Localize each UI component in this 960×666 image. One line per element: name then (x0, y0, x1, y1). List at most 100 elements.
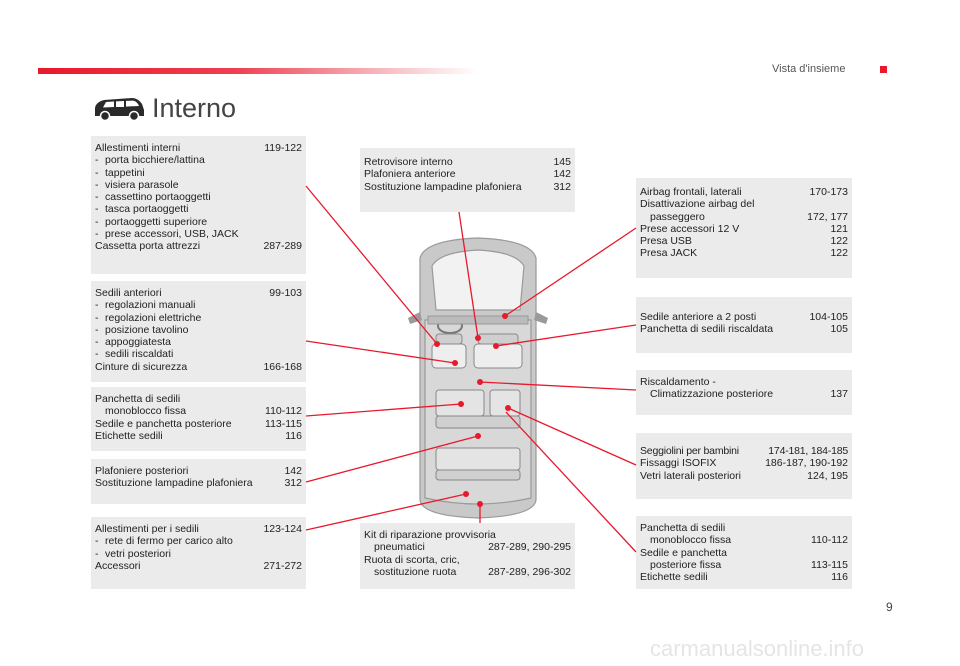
van-icon (95, 98, 144, 122)
entry-label: Plafoniera anteriore (364, 168, 456, 181)
box-rear-climate: Riscaldamento -Climatizzazione posterior… (636, 370, 852, 415)
page-ref: 287-289 (263, 240, 302, 253)
page-ref: 123-124 (263, 523, 302, 535)
page-ref: 121 (830, 222, 848, 235)
entry-label: Vetri laterali posteriori (640, 469, 741, 482)
entry-label: Disattivazione airbag del (640, 198, 755, 211)
entry-label: Etichette sedili (640, 571, 708, 584)
entry-label: Climatizzazione posteriore (650, 388, 774, 401)
entry-label: Sostituzione lampadine plafoniera (95, 477, 253, 490)
page-ref: 105 (830, 323, 848, 336)
list-item: -portaoggetti superiore (95, 216, 302, 228)
entry-label: Accessori (95, 559, 141, 572)
list-item-label: portaoggetti superiore (105, 215, 208, 228)
list-item-label: sedili riscaldati (105, 348, 174, 361)
list-item: -visiera parasole (95, 179, 302, 191)
bullet-dash: - (95, 166, 99, 179)
list-item-label: regolazioni elettriche (105, 311, 202, 324)
entry-label: Kit di riparazione provvisoria (364, 529, 496, 541)
entry-label: Etichette sedili (95, 429, 163, 442)
entry-label: posteriore fissa (650, 558, 722, 571)
list-item-label: appoggiatesta (105, 336, 171, 349)
entry-row: Panchetta di sedili (95, 393, 302, 405)
bullet-dash: - (95, 191, 99, 204)
page-ref: 172, 177 (807, 210, 848, 223)
list-item-label: rete di fermo per carico alto (105, 535, 233, 548)
entry-label: monoblocco fissa (105, 405, 187, 418)
page-ref: 312 (553, 180, 571, 193)
page-ref: 271-272 (263, 559, 302, 572)
entry-row: Sedili anteriori 99-103 (95, 287, 302, 299)
right-mirror (534, 312, 548, 324)
page-ref: 119-122 (264, 142, 302, 154)
list-item-label: cassettino portaoggetti (105, 191, 211, 204)
list-item: -posizione tavolino (95, 324, 302, 336)
entry-label: Prese accessori 12 V (640, 222, 740, 235)
entry-label: Sedili anteriori (95, 287, 162, 299)
entry-row: Sostituzione lampadine plafoniera 312 (95, 477, 302, 489)
entry-row: Cassetta porta attrezzi 287-289 (95, 240, 302, 252)
page-ref: 186-187, 190-192 (765, 457, 848, 470)
page-ref: 110-112 (811, 534, 848, 547)
page-number: 9 (886, 600, 893, 614)
bullet-dash: - (95, 348, 99, 361)
page-ref: 104-105 (809, 311, 848, 323)
list-item: -porta bicchiere/lattina (95, 154, 302, 166)
entry-row: Sostituzione lampadine plafoniera 312 (364, 181, 571, 193)
entry-row: Panchetta di sedili (640, 522, 848, 534)
page-ref: 145 (553, 156, 571, 168)
page-ref: 122 (830, 235, 848, 248)
page-ref: 137 (830, 388, 848, 401)
entry-label: Sostituzione lampadine plafoniera (364, 180, 522, 193)
bullet-dash: - (95, 178, 99, 191)
entry-label: Fissaggi ISOFIX (640, 457, 717, 470)
list-item-label: porta bicchiere/lattina (105, 154, 205, 167)
entry-label: Airbag frontali, laterali (640, 186, 742, 198)
entry-row: Accessori 271-272 (95, 560, 302, 572)
entry-label: pneumatici (374, 541, 425, 554)
list-item-label: posizione tavolino (105, 323, 189, 336)
callout-dots (434, 313, 511, 507)
entry-label: Panchetta di sedili (640, 522, 726, 534)
entry-label: Presa USB (640, 235, 692, 248)
bullet-dash: - (95, 154, 99, 167)
entry-row: Sedile e panchetta (640, 547, 848, 559)
bullet-dash: - (95, 311, 99, 324)
entry-row: Sedile anteriore a 2 posti 104-105 (640, 311, 848, 323)
page-ref: 312 (284, 477, 302, 490)
bullet-dash: - (95, 215, 99, 228)
entry-row: Panchetta di sedili riscaldata 105 (640, 323, 848, 335)
entry-label: Panchetta di sedili riscaldata (640, 323, 774, 336)
page-ref: 113-115 (265, 417, 302, 430)
list-item-label: regolazioni manuali (105, 299, 196, 312)
entry-label: Sedile e panchetta (640, 546, 727, 559)
entry-label: Sedile anteriore a 2 posti (640, 311, 757, 323)
entry-label: Plafoniere posteriori (95, 465, 189, 477)
page-ref: 174-181, 184-185 (768, 445, 848, 457)
entry-label: Cinture di sicurezza (95, 360, 188, 373)
list-item-label: visiera parasole (105, 178, 179, 191)
list-item: -regolazioni elettriche (95, 312, 302, 324)
entry-label: Cassetta porta attrezzi (95, 240, 201, 253)
header-accent-bar (38, 68, 478, 74)
entry-label: monoblocco fissa (650, 534, 732, 547)
page-ref: 170-173 (809, 186, 848, 198)
bullet-dash: - (95, 535, 99, 548)
page-heading: Interno (92, 92, 236, 124)
list-item-label: tappetini (105, 166, 145, 179)
page-ref: 99-103 (269, 287, 302, 299)
